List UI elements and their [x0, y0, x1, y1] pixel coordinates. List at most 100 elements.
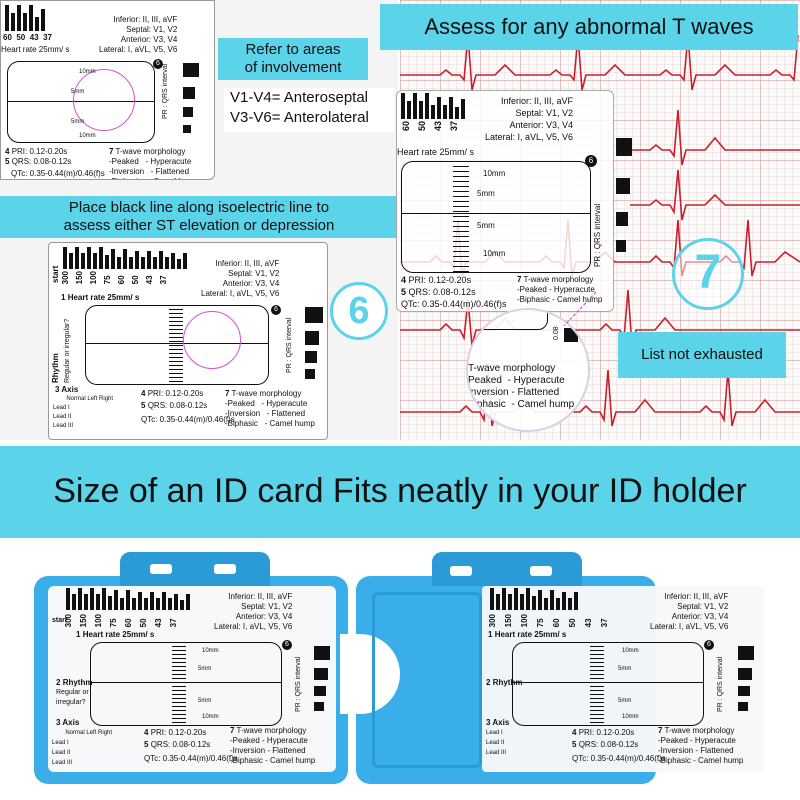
- rate-ruler-3: [401, 93, 465, 119]
- heart-rate-label: Heart rate 25mm/ s: [1, 45, 70, 54]
- rate-ruler-4: [66, 588, 190, 610]
- mm5-label-4-lower: 5mm: [198, 698, 212, 704]
- isoelectric-line-3: [401, 213, 591, 214]
- pr-block-3-2: [616, 178, 630, 194]
- pr-qrs-label-4: PR : QRS interval: [295, 656, 302, 712]
- callout-list-not-exhausted: List not exhausted: [618, 332, 786, 378]
- pr-block-5-1: [738, 646, 754, 660]
- axis-table-5: Lead I Lead II Lead III: [486, 730, 507, 756]
- card-in-holder-left: start 300 150 100 75 60 50 43 37 Inferio…: [48, 586, 336, 772]
- zoom-magnifier: 0.08 T-wave morphology Peaked - Hyperacu…: [466, 308, 590, 432]
- zoom-twave-row1: Peaked - Hyperacute: [468, 375, 565, 386]
- mm10-label: 10mm: [79, 69, 96, 75]
- mm-scale-4: [172, 642, 186, 726]
- mm5-label-5-lower: 5mm: [618, 698, 632, 704]
- start-label: start: [51, 265, 60, 283]
- heart-rate-label-3: Heart rate 25mm/ s: [397, 147, 475, 157]
- pr-block-4-2: [314, 668, 328, 680]
- mm10-label-3: 10mm: [483, 169, 506, 178]
- twave-block-4: 7 T-wave morphology -Peaked - Hyperacute…: [230, 726, 316, 765]
- rhythm-block-4: 2 Rhythm: [56, 678, 93, 687]
- pr-qrs-label: PR : QRS interval: [162, 63, 169, 119]
- mm5-label-lower: 5mm: [71, 119, 85, 125]
- mm-scale: [169, 305, 183, 385]
- ecg-trace-1: [400, 34, 799, 91]
- step-7-badge: 7: [672, 238, 744, 310]
- header-abnormal-t-waves: Assess for any abnormal T waves: [380, 4, 798, 50]
- callout-isoelectric-line: Place black line along isoelectric line …: [0, 196, 398, 238]
- zoom-box-edge: [468, 310, 548, 330]
- pr-qrs-label-2: PR : QRS interval: [286, 317, 293, 373]
- mm10-label-3-lower: 10mm: [483, 249, 506, 258]
- pr-qrs-label-5: PR : QRS interval: [717, 656, 724, 712]
- qtc-line-2: QTc: 0.35-0.44(m)/0.46(f)s: [141, 415, 235, 424]
- isoelectric-line-5: [512, 682, 704, 683]
- pri-line: 4 PRI: 0.12-0.20s: [5, 147, 68, 156]
- start-label-4: start: [52, 617, 68, 624]
- rhythm-label: Rhythm: [51, 353, 60, 383]
- mm10-label-lower: 10mm: [79, 133, 96, 139]
- heart-rate-label-5: 1 Heart rate 25mm/ s: [488, 630, 567, 639]
- rate-tick-labels-4: 300 150 100 75 60 50 43 37: [64, 614, 178, 628]
- mm5-label-3: 5mm: [477, 189, 495, 198]
- pri-line-3: 4 PRI: 0.12-0.20s: [401, 275, 472, 285]
- axis-label-4: 3 Axis: [56, 718, 80, 727]
- rhythm-sub: Regular or irregular?: [64, 318, 71, 383]
- pr-block-3: [183, 107, 193, 117]
- pink-circle: [73, 69, 135, 131]
- baseline-box: [7, 61, 155, 143]
- heart-rate-label-2: 1 Heart rate 25mm/ s: [61, 293, 140, 302]
- qtc-line: QTc: 0.35-0.44(m)/0.46(f)s: [11, 169, 105, 178]
- zoom-black-block: [564, 328, 578, 342]
- card-in-holder-right: 300 150 100 75 60 50 43 37 Inferior: II,…: [482, 586, 764, 772]
- num-6-badge-3: 6: [585, 155, 597, 167]
- clip-slot-2: [214, 564, 236, 574]
- rate-ruler-2: [63, 247, 187, 269]
- pr-block-2-1: [305, 307, 323, 323]
- qrs-line: 5 QRS: 0.08-0.12s: [5, 157, 72, 166]
- clip-slot-1: [150, 564, 172, 574]
- pr-block-2-3: [305, 351, 317, 363]
- pr-block-2: [183, 87, 195, 99]
- rhythm-sub-4: Regular or irregular?: [56, 689, 89, 706]
- banner-text: Size of an ID card Fits neatly in your I…: [53, 472, 747, 510]
- qrs-line-5: 5 QRS: 0.08-0.12s: [572, 740, 639, 749]
- holder-clip-left: [120, 552, 270, 586]
- rate-tick-labels-2: 300 150 100 75 60 50 43 37: [61, 271, 168, 285]
- pr-block-5-3: [738, 686, 750, 696]
- baseline-box-5: [512, 642, 704, 726]
- pr-block-2-4: [305, 369, 315, 379]
- zoom-twave-title: T-wave morphology: [468, 363, 556, 374]
- isoelectric-line-4: [90, 682, 282, 683]
- mm10-label-4: 10mm: [202, 648, 219, 654]
- ecg-trace-3: [630, 169, 800, 221]
- rate-tick-labels-3: 60 50 43 37: [401, 121, 459, 132]
- middle-left-card: start 300 150 100 75 60 50 43 37 Inferio…: [48, 242, 328, 440]
- qtc-line-5: QTc: 0.35-0.44(m)/0.46(f)s: [572, 754, 666, 763]
- clip-slot-4: [530, 566, 552, 576]
- pri-line-5: 4 PRI: 0.12-0.20s: [572, 728, 635, 737]
- pri-line-2: 4 PRI: 0.12-0.20s: [141, 389, 204, 398]
- rate-ruler-5: [490, 588, 578, 610]
- qtc-line-4: QTc: 0.35-0.44(m)/0.46(f)s: [144, 754, 238, 763]
- qtc-line-3: QTc: 0.35-0.44(m)/0.46(f)s: [401, 299, 507, 309]
- heart-rate-label-4: 1 Heart rate 25mm/ s: [76, 630, 155, 639]
- twave-block-2: 7 T-wave morphology -Peaked - Hyperacute…: [225, 389, 315, 428]
- anteroseptal-text: V1-V4= Anteroseptal: [230, 89, 369, 106]
- axis-label: 3 Axis: [55, 385, 79, 394]
- anterolateral-text: V3-V6= Anterolateral: [230, 109, 369, 126]
- pink-circle-2: [183, 311, 241, 369]
- pr-block-4-3: [314, 686, 326, 696]
- num-6-badge: 6: [153, 59, 163, 69]
- num-6-badge-5: 6: [704, 640, 714, 650]
- twave-block: 7 T-wave morphology -Peaked - Hyperacute…: [109, 147, 199, 179]
- holder-inner-frame: [372, 592, 482, 768]
- twave-block-5: 7 T-wave morphology -Peaked - Hyperacute…: [658, 726, 744, 765]
- mm10-label-5: 10mm: [622, 648, 639, 654]
- pri-line-4: 4 PRI: 0.12-0.20s: [144, 728, 207, 737]
